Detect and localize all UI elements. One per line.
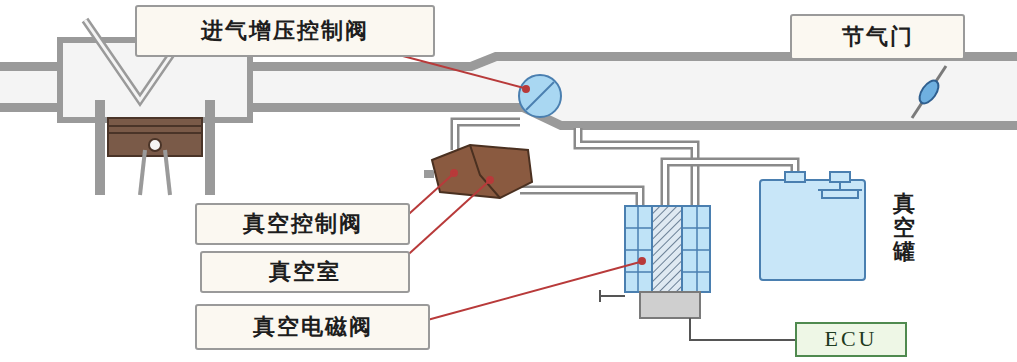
- throttle-shaft: [912, 66, 946, 118]
- ecu-box: ECU: [795, 322, 907, 357]
- callout-box: 真空电磁阀: [195, 304, 430, 350]
- part-name: 真空罐: [893, 192, 915, 265]
- leader-line: [380, 50, 645, 322]
- part-name: 真空控制阀: [243, 211, 363, 237]
- part-name: 进气增压控制阀: [201, 18, 369, 44]
- part-name: 真空电磁阀: [253, 314, 373, 340]
- ecu-label: ECU: [825, 326, 878, 352]
- boost-valve-plate: [526, 82, 554, 110]
- ecu-wire: [690, 318, 795, 340]
- vacuum-solenoid: [600, 206, 710, 318]
- callout-box: 节气门: [790, 14, 965, 60]
- boost-valve: [519, 75, 561, 117]
- part-name: 真空室: [269, 259, 341, 285]
- callout-box: 真空控制阀: [195, 203, 410, 245]
- part-name: 节气门: [842, 24, 914, 50]
- callout-box: 真空室: [200, 251, 410, 293]
- vacuum-tank: [760, 172, 865, 280]
- throttle-plate: [916, 77, 942, 106]
- callout-box: 进气增压控制阀: [135, 5, 435, 57]
